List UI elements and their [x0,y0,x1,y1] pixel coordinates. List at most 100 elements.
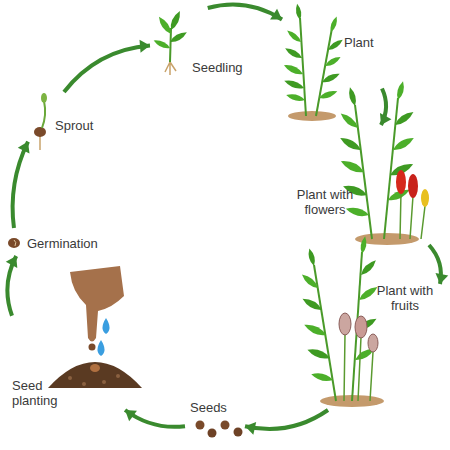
stage-label: Seed planting [12,378,72,408]
arrow-line [245,410,328,429]
red-flower [396,170,406,194]
seeds-drawing [196,421,243,438]
stage-label: Seedling [192,60,252,75]
bud [41,93,47,103]
planted-seed [90,364,100,372]
stage-node: Plant [282,8,382,123]
stage-node: Seeds [185,398,245,445]
soil-grain [102,380,106,384]
stage-label: Plant with flowers [285,187,365,217]
stage-label: Seeds [190,400,240,415]
leaf [345,205,370,218]
stage-node: Plant with flowers [285,125,445,245]
arrow-line [208,5,282,20]
arrow-head [245,422,256,435]
leaf [168,10,183,32]
red-flower [408,174,418,198]
leaf [284,46,304,61]
leaf [300,272,320,290]
stage-node: Germination [5,228,117,256]
stage-label: Germination [27,236,117,251]
leaf [339,111,361,131]
leaf [307,248,317,267]
arrow-head [270,9,282,20]
stage-label: Plant with fruits [365,283,445,313]
soil-grain [82,382,86,386]
cycle-arrow [6,256,18,316]
leaf [324,55,342,69]
root [165,62,176,75]
seed [196,421,205,430]
arrow-line [429,245,441,284]
stage-node: Sprout [28,92,108,154]
arrow-line [64,46,150,93]
fruit [339,313,351,335]
leaf [301,296,324,313]
yellow-bud [421,189,429,207]
water-drop [98,340,105,356]
stage-label: Plant [344,35,384,50]
leaf [347,86,358,106]
stage-label: Sprout [55,118,105,133]
leaf [169,30,189,45]
fruit [355,316,367,338]
cycle-arrow [64,40,150,92]
stem [316,28,332,116]
leaf [285,28,302,44]
leaf [395,80,406,100]
stage-node: Seed planting [12,265,145,410]
leaf [321,71,341,85]
cycle-arrow [429,245,448,284]
arrow-head [125,410,137,421]
hand [70,266,124,342]
plant-drawing [283,3,345,121]
arrow-line [7,256,16,316]
soil-grain [116,374,120,378]
arrow-head [18,142,30,154]
leaf [329,16,339,33]
germination-drawing [8,238,20,248]
soil [288,111,336,121]
seed-planting-drawing [48,266,142,388]
seed [208,429,217,438]
root [39,136,41,150]
cycle-arrow [245,410,328,435]
arrow-head [6,256,18,268]
arrow-head [380,113,391,125]
leaf [359,236,367,255]
leaf [338,135,362,153]
arrow-head [140,40,150,53]
leaf [391,135,415,153]
soil-grain [68,376,72,380]
cycle-arrow [13,142,30,228]
arrow-head [435,273,448,284]
seed [8,238,20,248]
water-drop [103,318,110,334]
arrow-line [125,410,185,427]
sprout-drawing [34,93,47,150]
leaf [153,38,172,51]
leaf [295,3,303,20]
leaf [310,371,333,383]
stem [300,18,306,116]
cycle-arrow [125,410,185,427]
leaf [283,78,305,91]
leaf [326,37,344,52]
seed [34,127,46,137]
soil-mound [48,362,142,388]
leaf [283,62,305,77]
seed [234,428,243,437]
cycle-arrow [208,5,282,20]
flowering-plant-drawing [338,80,429,245]
arrow-line [13,142,28,228]
leaf [318,89,338,101]
stem [384,98,398,239]
stage-node: Seedling [150,8,255,83]
held-seed [89,344,96,351]
leaf [339,158,365,176]
leaf [303,322,328,339]
shoot [42,101,45,128]
fruiting-plant-drawing [300,236,384,407]
leaf [306,346,331,361]
